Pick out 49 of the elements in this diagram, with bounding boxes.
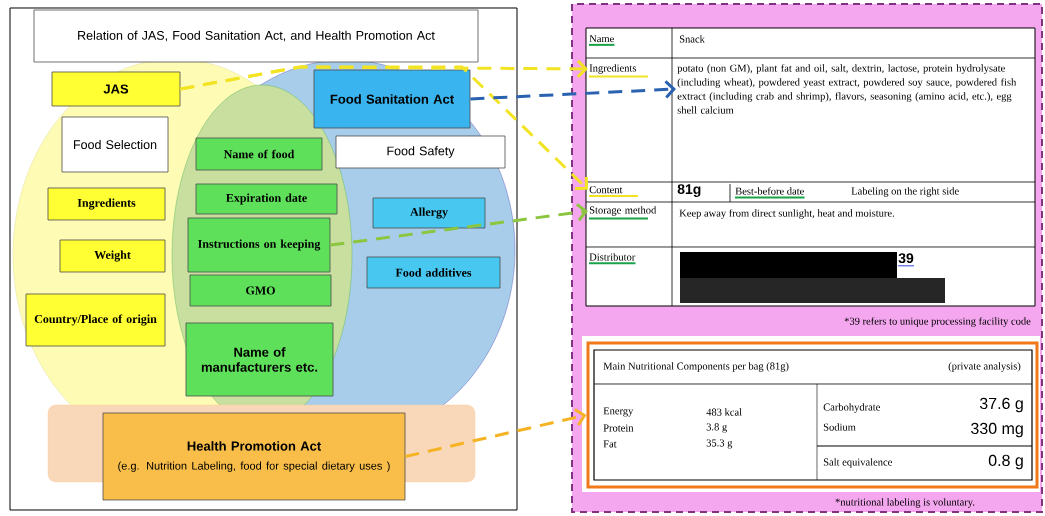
table-cell: Ingredients — [588, 64, 649, 78]
table-cell: Fat — [603, 440, 617, 448]
item-box: Name of manufacturers etc. — [185, 322, 334, 397]
law-box: Health Promotion Act (e.g. Nutrition Labeling, food for special dietary uses ) — [102, 412, 406, 501]
table-cell: Distributor — [588, 253, 637, 265]
table-cell: Best-before date — [734, 187, 806, 199]
table-cell: 483 kcal — [706, 408, 742, 416]
dashed-arrow — [470, 80, 676, 101]
table-cell: Storage method — [588, 206, 657, 220]
table-cell: 35.3 g — [706, 439, 733, 449]
table-cell: (private analysis) — [948, 362, 1021, 372]
table-cell: 37.6 g — [979, 397, 1023, 413]
table-cell: 0.8 g — [988, 454, 1023, 470]
table-cell: Sodium — [823, 423, 856, 431]
table-cell: Main Nutritional Components per bag (81g) — [603, 362, 789, 372]
table-cell: 330 mg — [971, 422, 1023, 438]
category-box: Food Safety — [335, 135, 506, 169]
item-box: GMO — [189, 274, 332, 307]
item-box: Expiration date — [195, 183, 338, 215]
item-box: Instructions on keeping — [187, 217, 331, 273]
table-cell: potato (non GM), plant fat and oil, salt, dextrin, lactose, protein hydrolysate (including wheat), powdered yeast extract, powdered soy sauce, powdered fish extract (including crab and shrimp), flavors, seasoning (amino acid, etc.), egg shell calcium — [677, 64, 1017, 114]
nutrition-table — [586, 341, 1039, 489]
table-cell: Name — [588, 35, 616, 46]
table-cell: Salt equivalence — [823, 458, 892, 468]
table-cell: Snack — [679, 35, 705, 43]
law-box: JAS — [51, 71, 181, 107]
item-box: Allergy — [372, 197, 486, 229]
item-box: Name of food — [195, 137, 323, 171]
table-cell: Carbohydrate — [823, 403, 880, 413]
note: *39 refers to unique processing facility code — [844, 317, 1031, 327]
dashed-arrow — [330, 203, 588, 247]
dashed-arrow — [180, 65, 588, 190]
table-cell: 81g — [677, 184, 701, 197]
item-box: Ingredients — [47, 187, 166, 221]
table-cell: 3.8 g — [706, 423, 727, 433]
table-cell: 39 — [897, 253, 915, 267]
title-box: Relation of JAS, Food Sanitation Act, and Health Promotion Act — [33, 9, 479, 63]
table-cell: Keep away from direct sunlight, heat and moisture. — [679, 209, 894, 219]
table-cell: Protein — [603, 424, 634, 432]
table-cell: Labeling on the right side — [851, 187, 959, 197]
category-box: Food Selection — [61, 116, 169, 173]
item-box: Food additives — [366, 256, 501, 289]
law-box: Food Sanitation Act — [313, 69, 471, 129]
note: *nutritional labeling is voluntary. — [835, 498, 975, 508]
table-cell: Energy — [603, 407, 634, 417]
item-box: Country/Place of origin — [25, 293, 166, 347]
dashed-arrow — [405, 408, 587, 458]
item-box: Weight — [59, 239, 166, 273]
table-cell: Content — [588, 186, 639, 197]
